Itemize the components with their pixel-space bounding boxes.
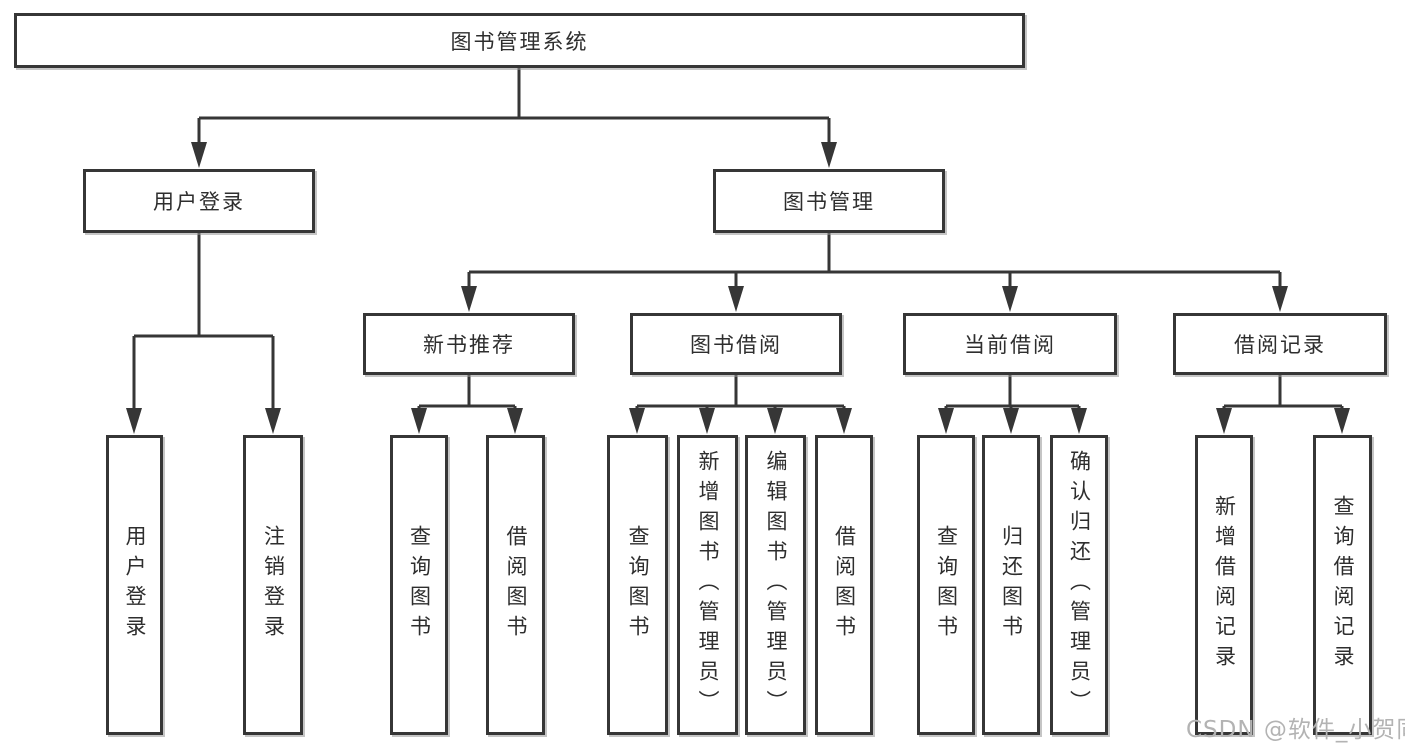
arrowhead-icon bbox=[836, 408, 852, 434]
node-book-management: 图书管理 bbox=[713, 169, 945, 233]
arrowhead-icon bbox=[191, 142, 207, 168]
leaf-borrow-add-books-admin: 新增图书（管理员） bbox=[677, 435, 738, 735]
node-label: 确认归还（管理员） bbox=[1067, 450, 1092, 720]
leaf-current-return-books: 归还图书 bbox=[982, 435, 1040, 735]
arrowhead-icon bbox=[1216, 408, 1232, 434]
arrowhead-icon bbox=[1003, 408, 1019, 434]
node-label: 新增借阅记录 bbox=[1212, 495, 1237, 675]
connector-book-mgmt-branch bbox=[467, 233, 1282, 300]
leaf-newbook-query-books: 查询图书 bbox=[390, 435, 448, 735]
arrowhead-icon bbox=[461, 286, 477, 312]
arrowhead-icon bbox=[821, 142, 837, 168]
node-label: 新书推荐 bbox=[423, 333, 515, 357]
node-label: 图书借阅 bbox=[690, 333, 782, 357]
arrowhead-icon bbox=[507, 408, 523, 434]
connector-book-borrow-branch bbox=[635, 375, 846, 422]
connector-root-to-level2 bbox=[197, 68, 831, 156]
leaf-borrow-edit-books-admin: 编辑图书（管理员） bbox=[745, 435, 806, 735]
node-borrow-record: 借阅记录 bbox=[1173, 313, 1387, 375]
node-label: 查询图书 bbox=[407, 525, 432, 645]
connector-borrow-record-branch bbox=[1222, 375, 1344, 422]
node-label: 借阅图书 bbox=[504, 525, 528, 645]
node-label: 编辑图书（管理员） bbox=[764, 450, 788, 720]
connector-user-login-branch bbox=[132, 233, 275, 422]
leaf-logout: 注销登录 bbox=[243, 435, 303, 735]
node-label: 当前借阅 bbox=[964, 333, 1056, 357]
arrowhead-icon bbox=[411, 408, 427, 434]
leaf-current-query-books: 查询图书 bbox=[917, 435, 975, 735]
node-user-login: 用户登录 bbox=[83, 169, 315, 233]
node-current-borrow: 当前借阅 bbox=[903, 313, 1117, 375]
csdn-watermark: CSDN @软件_小贺同学 bbox=[1186, 717, 1405, 743]
leaf-user-login: 用户登录 bbox=[106, 435, 163, 735]
node-root-library-system: 图书管理系统 bbox=[14, 13, 1025, 68]
leaf-record-query-borrow-record: 查询借阅记录 bbox=[1313, 435, 1372, 735]
connector-new-book-branch bbox=[417, 375, 517, 422]
node-label: 查询图书 bbox=[934, 525, 959, 645]
node-book-borrow: 图书借阅 bbox=[630, 313, 842, 375]
leaf-record-add-borrow-record: 新增借阅记录 bbox=[1195, 435, 1253, 735]
arrowhead-icon bbox=[767, 408, 783, 434]
leaf-newbook-borrow-books: 借阅图书 bbox=[486, 435, 545, 735]
arrowhead-icon bbox=[938, 408, 954, 434]
arrowhead-icon bbox=[126, 408, 142, 434]
node-label: 用户登录 bbox=[153, 190, 245, 214]
leaf-borrow-borrow-books: 借阅图书 bbox=[815, 435, 873, 735]
node-label: 新增图书（管理员） bbox=[696, 450, 720, 720]
leaf-borrow-query-books: 查询图书 bbox=[607, 435, 668, 735]
arrowhead-icon bbox=[1071, 408, 1087, 434]
node-label: 图书管理系统 bbox=[450, 29, 589, 54]
node-label: 用户登录 bbox=[123, 525, 147, 645]
node-label: 归还图书 bbox=[999, 525, 1024, 645]
arrowhead-icon bbox=[265, 408, 281, 434]
node-label: 查询图书 bbox=[626, 525, 650, 645]
arrowhead-icon bbox=[1334, 408, 1350, 434]
node-label: 借阅记录 bbox=[1234, 333, 1326, 357]
arrowhead-icon bbox=[728, 286, 744, 312]
node-label: 查询借阅记录 bbox=[1331, 495, 1355, 675]
arrowhead-icon bbox=[699, 408, 715, 434]
arrowhead-icon bbox=[1272, 286, 1288, 312]
connector-current-borrow-branch bbox=[944, 375, 1081, 422]
node-label: 借阅图书 bbox=[832, 525, 857, 645]
node-label: 图书管理 bbox=[783, 190, 875, 214]
node-label: 注销登录 bbox=[261, 525, 286, 645]
arrowhead-icon bbox=[629, 408, 645, 434]
arrowhead-icon bbox=[1002, 286, 1018, 312]
node-new-book-recommend: 新书推荐 bbox=[363, 313, 575, 375]
leaf-current-confirm-return-admin: 确认归还（管理员） bbox=[1050, 435, 1108, 735]
